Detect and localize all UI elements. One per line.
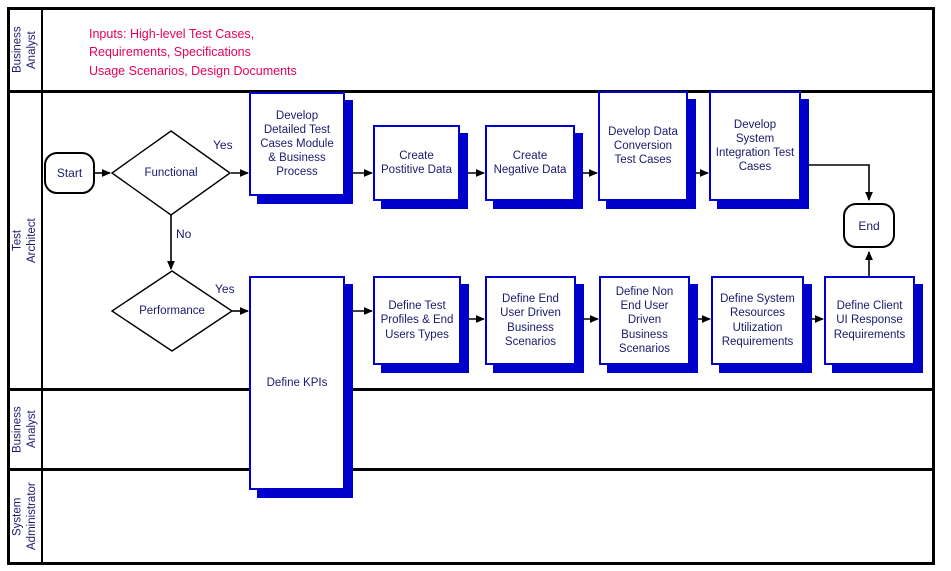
inputs-note: Inputs: High-level Test Cases,Requiremen… (89, 27, 297, 78)
decision-functional-label: Functional (144, 167, 198, 179)
lane-divider-2 (7, 388, 935, 391)
decision-performance[interactable]: Performance (110, 270, 234, 352)
process-define-kpis[interactable]: Define KPIs (249, 276, 345, 490)
edge-label-functional-yes: Yes (213, 138, 233, 152)
lane-divider-3 (7, 468, 935, 471)
lane-label-column-divider (41, 10, 43, 562)
edge-label-performance-yes: Yes (215, 282, 235, 296)
terminator-start[interactable]: Start (44, 152, 95, 194)
edge-label-functional-no: No (176, 227, 192, 241)
terminator-end[interactable]: End (843, 203, 895, 248)
decision-functional[interactable]: Functional (110, 130, 232, 216)
decision-performance-label: Performance (139, 305, 205, 317)
lane-divider-1 (7, 90, 935, 93)
